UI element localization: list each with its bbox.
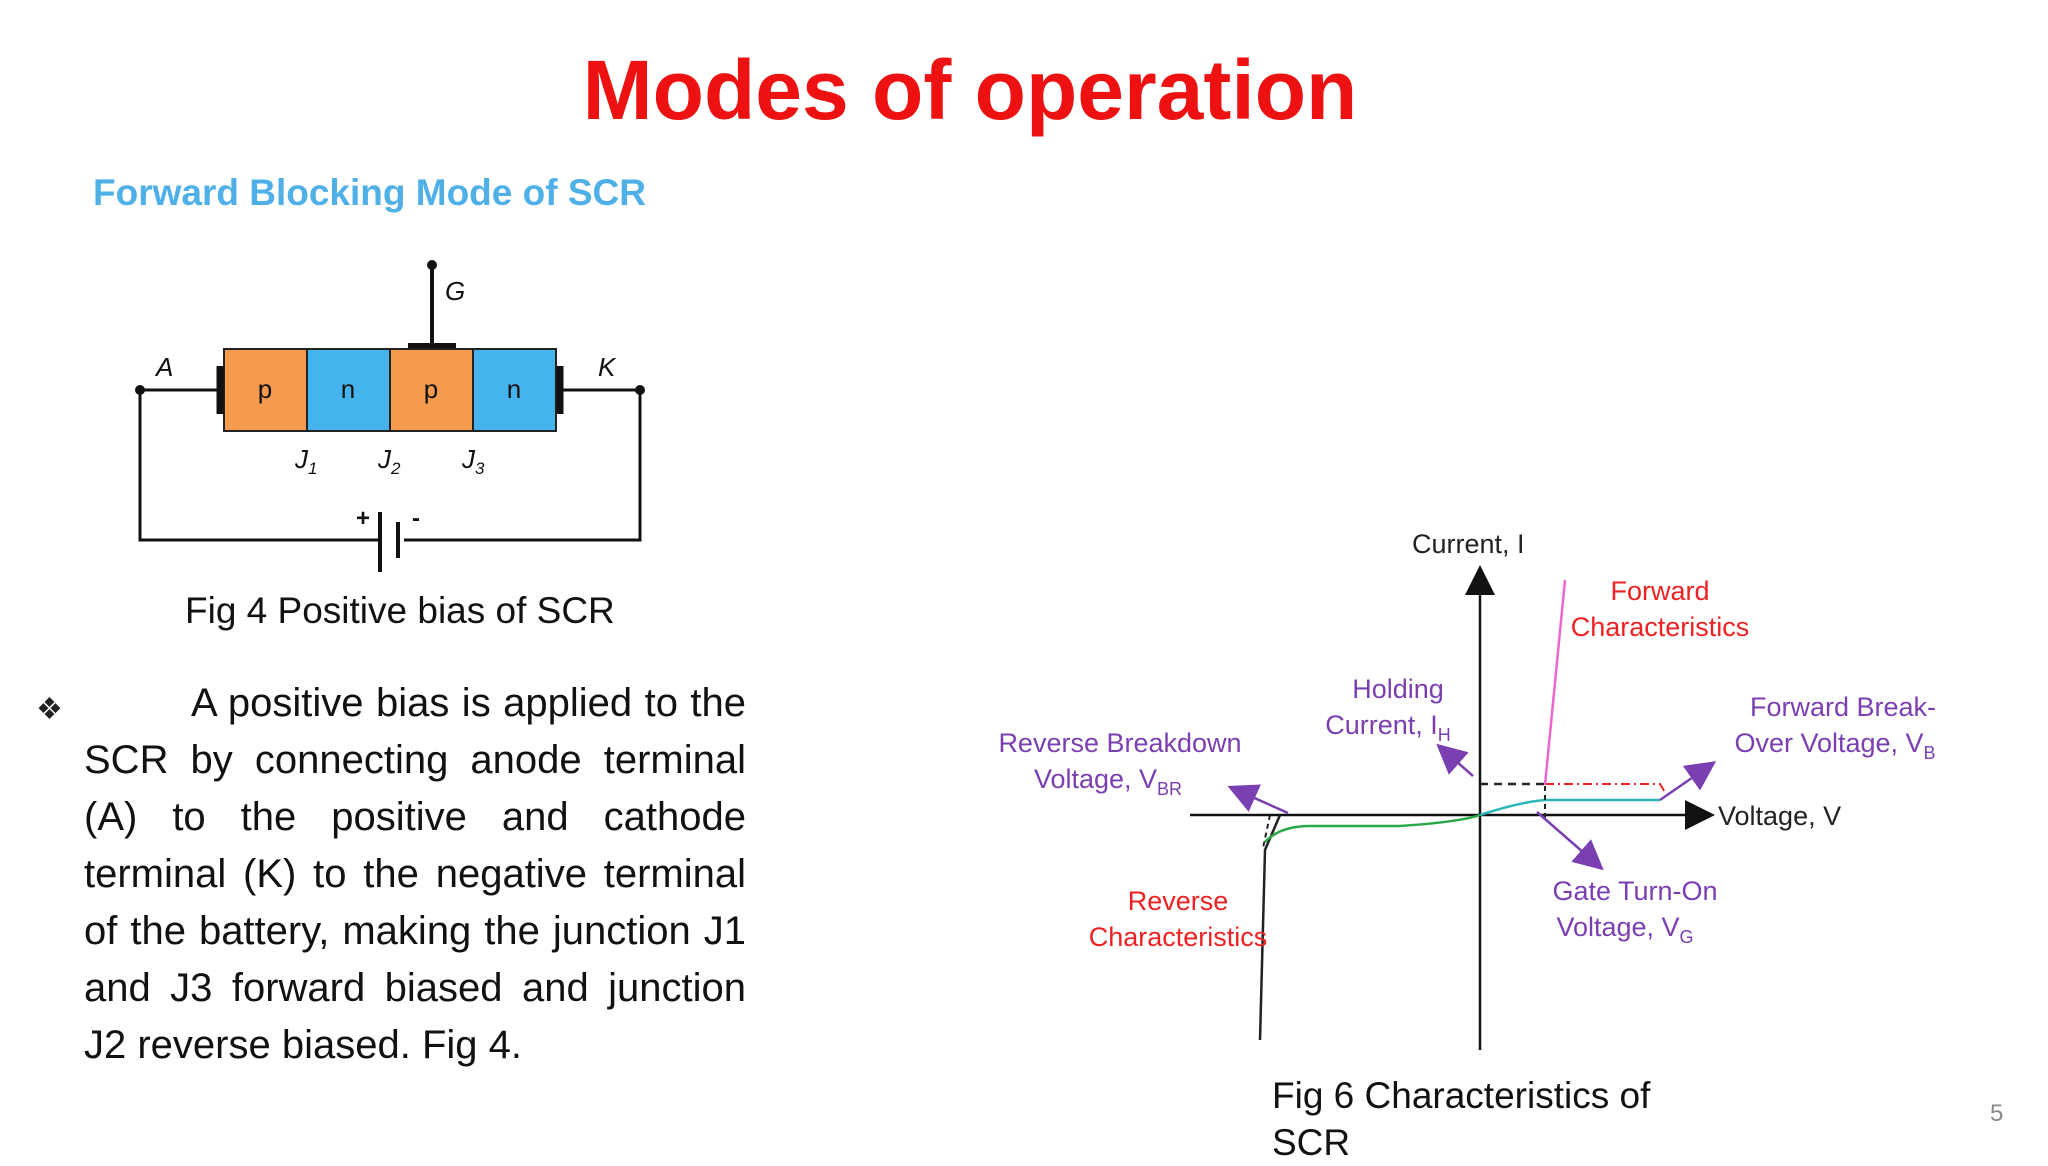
junction-label-j1: J1 [294, 444, 317, 478]
forward-blocking-curve [1479, 798, 1660, 817]
layer-label-1: p [258, 374, 272, 404]
battery-minus-label: - [412, 505, 420, 532]
forward-breakover-arrow [1659, 761, 1717, 802]
anode-label: A [154, 352, 173, 382]
fig4-caption: Fig 4 Positive bias of SCR [185, 590, 615, 631]
reverse-breakdown-curve [1258, 814, 1282, 1041]
layer-label-2: n [341, 374, 355, 404]
circuit-wire-right [404, 390, 642, 542]
reverse-breakdown-arrow [1227, 784, 1289, 815]
cathode-label: K [598, 352, 617, 382]
holding-current-arrow [1436, 743, 1474, 777]
scr-circuit-diagram: G p n p n A K J1 J2 J3 + - [135, 260, 645, 572]
slide-title: Modes of operation [582, 43, 1358, 137]
layer-n2 [472, 348, 557, 432]
slide-subtitle: Forward Blocking Mode of SCR [93, 172, 646, 213]
junction-label-j3: J3 [461, 444, 485, 478]
battery-plus-label: + [356, 505, 370, 532]
junction-label-j2: J2 [377, 444, 401, 478]
reverse-dashed-segment [1262, 814, 1271, 849]
layer-p2 [389, 348, 474, 432]
layer-label-3: p [424, 374, 438, 404]
body-paragraph: A positive bias is applied to the SCR by… [84, 681, 746, 1067]
circuit-wire-left [138, 390, 380, 542]
layer-label-4: n [507, 374, 521, 404]
gate-label: G [445, 276, 465, 306]
gate-turn-on-arrow [1536, 811, 1604, 871]
voltage-axis-label: Voltage, V [1718, 801, 1841, 831]
current-axis-label: Current, I [1412, 529, 1525, 559]
forward-conduction-curve [1543, 579, 1567, 786]
gate-turn-on-path [1545, 783, 1667, 795]
fig6-caption: Fig 6 Characteristics of SCR [1272, 1075, 1651, 1163]
layer-n1 [306, 348, 391, 432]
reverse-blocking-curve [1264, 813, 1481, 843]
gate-terminal [427, 260, 437, 270]
bullet-icon: ❖ [36, 693, 63, 726]
forward-breakover-label: Forward Break-Over Voltage, VB [1734, 692, 1936, 763]
slide-number: 5 [1990, 1100, 2004, 1127]
